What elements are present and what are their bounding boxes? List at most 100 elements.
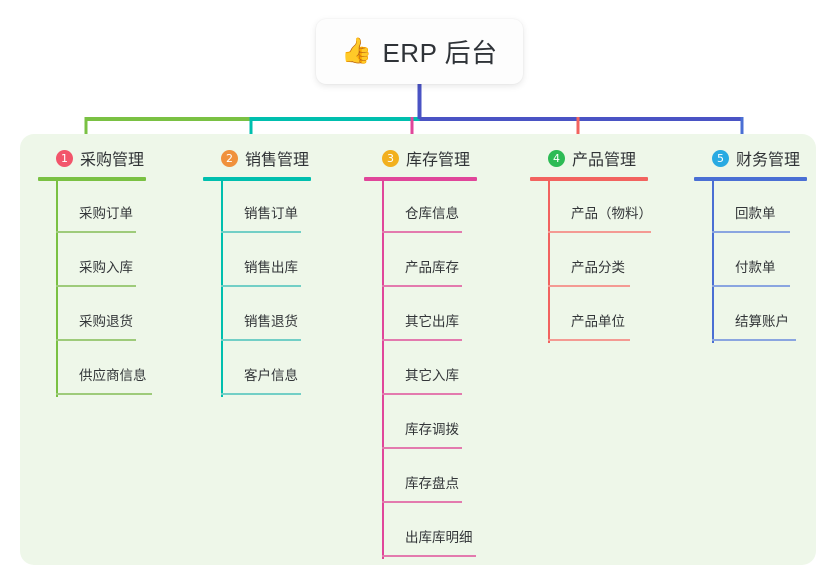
column-stem-2 xyxy=(221,181,223,397)
leaf-item[interactable]: 产品库存 xyxy=(382,235,534,289)
leaf-item-rule xyxy=(382,231,462,233)
leaf-item-label: 结算账户 xyxy=(735,314,789,329)
leaf-item-label: 采购入库 xyxy=(79,260,133,275)
column-stem-3 xyxy=(382,181,384,559)
leaf-item[interactable]: 采购订单 xyxy=(56,181,198,235)
leaf-item-rule xyxy=(56,339,136,341)
column-items-3: 仓库信息产品库存其它出库其它入库库存调拨库存盘点出库库明细 xyxy=(382,181,534,559)
column-5: 5 财务管理回款单付款单结算账户 xyxy=(694,146,839,343)
leaf-item-rule xyxy=(382,339,462,341)
leaf-item-rule xyxy=(56,231,136,233)
column-title-1: 采购管理 xyxy=(80,152,145,169)
column-title-4: 产品管理 xyxy=(572,152,637,169)
column-header-4[interactable]: 4 产品管理 xyxy=(530,146,700,170)
leaf-item-label: 其它出库 xyxy=(405,314,459,329)
leaf-item[interactable]: 销售出库 xyxy=(221,235,363,289)
leaf-item-label: 付款单 xyxy=(735,260,776,275)
leaf-item[interactable]: 产品（物料） xyxy=(548,181,700,235)
leaf-item-label: 库存盘点 xyxy=(405,476,459,491)
leaf-item-rule xyxy=(712,339,796,341)
leaf-item-label: 销售退货 xyxy=(244,314,298,329)
leaf-item-rule xyxy=(56,393,152,395)
leaf-item[interactable]: 库存盘点 xyxy=(382,451,534,505)
leaf-item-rule xyxy=(221,285,301,287)
column-header-1[interactable]: 1 采购管理 xyxy=(38,146,198,170)
column-badge-5: 5 xyxy=(712,149,729,167)
leaf-item-rule xyxy=(382,393,462,395)
leaf-item-label: 其它入库 xyxy=(405,368,459,383)
column-title-3: 库存管理 xyxy=(406,152,471,169)
leaf-item[interactable]: 客户信息 xyxy=(221,343,363,397)
column-badge-1: 1 xyxy=(56,149,73,167)
column-title-2: 销售管理 xyxy=(245,152,310,169)
leaf-item-label: 采购退货 xyxy=(79,314,133,329)
leaf-item-rule xyxy=(382,555,476,557)
leaf-item[interactable]: 采购退货 xyxy=(56,289,198,343)
leaf-item-rule xyxy=(221,231,301,233)
column-header-rule-4 xyxy=(530,177,648,181)
column-items-4: 产品（物料） 产品分类产品单位 xyxy=(548,181,700,343)
leaf-item[interactable]: 产品单位 xyxy=(548,289,700,343)
leaf-item[interactable]: 其它出库 xyxy=(382,289,534,343)
thumbs-up-icon: 👍 xyxy=(341,37,373,65)
leaf-item[interactable]: 销售退货 xyxy=(221,289,363,343)
column-header-5[interactable]: 5 财务管理 xyxy=(694,146,839,170)
column-title-5: 财务管理 xyxy=(736,152,801,169)
column-stem-1 xyxy=(56,181,58,397)
column-header-rule-1 xyxy=(38,177,146,181)
column-3: 3 库存管理仓库信息产品库存其它出库其它入库库存调拨库存盘点出库库明细 xyxy=(364,146,534,559)
leaf-item-rule xyxy=(221,339,301,341)
leaf-item-rule xyxy=(712,231,790,233)
column-stem-5 xyxy=(712,181,714,343)
leaf-item-label: 产品（物料） xyxy=(571,206,652,221)
leaf-item-rule xyxy=(548,339,630,341)
leaf-item-rule xyxy=(382,285,462,287)
leaf-item-label: 出库库明细 xyxy=(405,530,473,545)
root-node-title: ERP 后台 xyxy=(382,38,498,68)
column-items-5: 回款单付款单结算账户 xyxy=(712,181,839,343)
leaf-item-label: 回款单 xyxy=(735,206,776,221)
leaf-item-rule xyxy=(382,447,462,449)
leaf-item[interactable]: 仓库信息 xyxy=(382,181,534,235)
column-stem-4 xyxy=(548,181,550,343)
column-header-rule-3 xyxy=(364,177,477,181)
leaf-item[interactable]: 出库库明细 xyxy=(382,505,534,559)
leaf-item-rule xyxy=(548,285,630,287)
leaf-item-label: 仓库信息 xyxy=(405,206,459,221)
leaf-item-label: 产品单位 xyxy=(571,314,625,329)
leaf-item[interactable]: 采购入库 xyxy=(56,235,198,289)
column-header-2[interactable]: 2 销售管理 xyxy=(203,146,363,170)
column-header-rule-2 xyxy=(203,177,311,181)
leaf-item-rule xyxy=(221,393,301,395)
column-badge-2: 2 xyxy=(221,149,238,167)
leaf-item-rule xyxy=(382,501,462,503)
leaf-item[interactable]: 供应商信息 xyxy=(56,343,198,397)
leaf-item-label: 库存调拨 xyxy=(405,422,459,437)
leaf-item-label: 产品分类 xyxy=(571,260,625,275)
column-items-2: 销售订单销售出库销售退货客户信息 xyxy=(221,181,363,397)
leaf-item-label: 客户信息 xyxy=(244,368,298,383)
leaf-item-label: 销售出库 xyxy=(244,260,298,275)
leaf-item-label: 供应商信息 xyxy=(79,368,147,383)
leaf-item[interactable]: 付款单 xyxy=(712,235,839,289)
column-2: 2 销售管理销售订单销售出库销售退货客户信息 xyxy=(203,146,363,397)
leaf-item-label: 销售订单 xyxy=(244,206,298,221)
column-header-rule-5 xyxy=(694,177,807,181)
column-4: 4 产品管理产品（物料） 产品分类产品单位 xyxy=(530,146,700,343)
column-badge-3: 3 xyxy=(382,149,399,167)
leaf-item-label: 产品库存 xyxy=(405,260,459,275)
leaf-item[interactable]: 销售订单 xyxy=(221,181,363,235)
leaf-item-rule xyxy=(548,231,651,233)
leaf-item[interactable]: 回款单 xyxy=(712,181,839,235)
root-node-erp-backend[interactable]: 👍 ERP 后台 xyxy=(316,19,523,84)
column-1: 1 采购管理采购订单采购入库采购退货供应商信息 xyxy=(38,146,198,397)
column-header-3[interactable]: 3 库存管理 xyxy=(364,146,534,170)
column-badge-4: 4 xyxy=(548,149,565,167)
leaf-item[interactable]: 其它入库 xyxy=(382,343,534,397)
leaf-item-label: 采购订单 xyxy=(79,206,133,221)
column-items-1: 采购订单采购入库采购退货供应商信息 xyxy=(56,181,198,397)
leaf-item[interactable]: 库存调拨 xyxy=(382,397,534,451)
leaf-item[interactable]: 产品分类 xyxy=(548,235,700,289)
leaf-item[interactable]: 结算账户 xyxy=(712,289,839,343)
leaf-item-rule xyxy=(56,285,136,287)
